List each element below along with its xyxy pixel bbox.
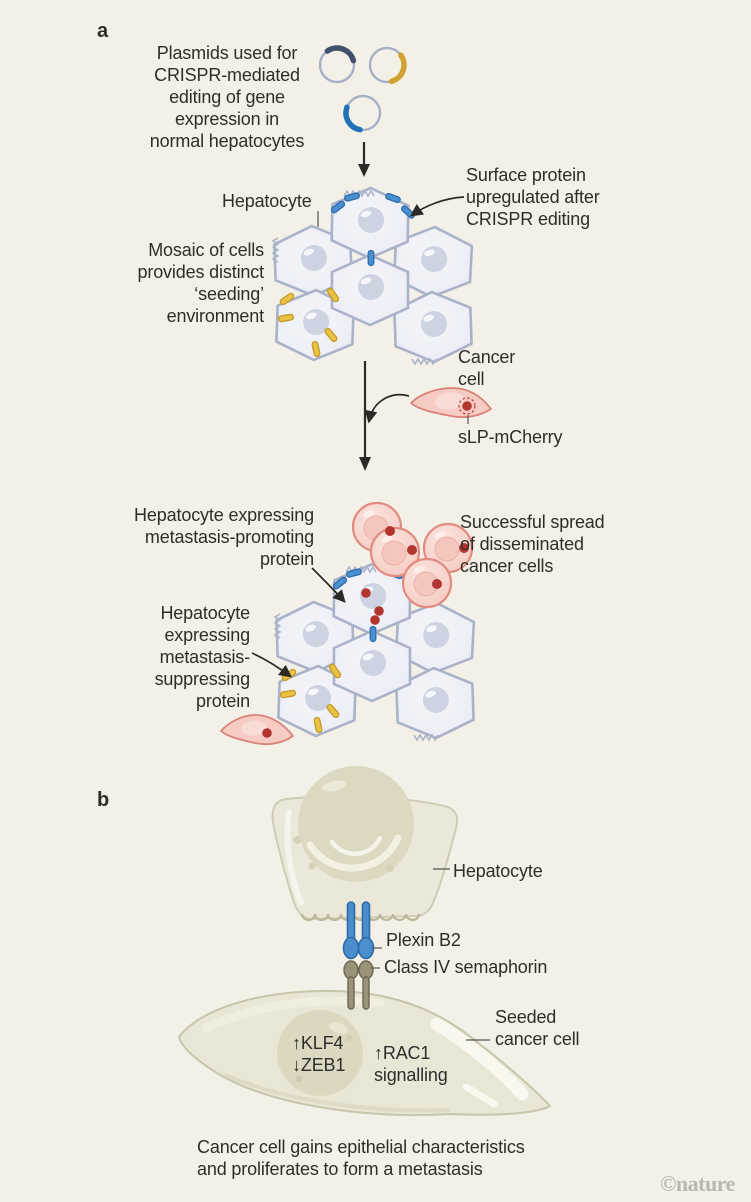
mcherry-dots (361, 588, 384, 625)
slp-mcherry-label: sLP-mCherry (458, 427, 563, 447)
plasmid-icons (318, 45, 407, 133)
suppressing-caption: Hepatocyte expressing metastasis- suppre… (154, 603, 251, 711)
bottom-caption: Cancer cell gains epithelial characteris… (197, 1137, 525, 1179)
workflow-arrow-down-icon (359, 361, 371, 471)
panel-b-label: b (97, 789, 110, 811)
plasmid-icon (343, 94, 382, 133)
cancer-cell (410, 387, 492, 419)
promoting-protein-arrow (311, 567, 346, 603)
cancer-cell (220, 714, 294, 746)
workflow-arrow-down-icon (358, 142, 370, 177)
plexin-b2-receptors (342, 901, 375, 960)
plasmid-icon (318, 45, 357, 84)
label-pointer-lines (371, 868, 490, 1041)
slp-mcherry-dot (462, 401, 472, 411)
hepatocyte-cell-b (271, 766, 459, 922)
nucleus-changes-text: ↑KLF4 ↓ZEB1 (292, 1033, 346, 1075)
disseminated-cancer-cells (351, 501, 474, 609)
surface-protein-arrow (409, 196, 465, 217)
plasmid-icon (368, 46, 407, 85)
hepatocyte-cluster (271, 186, 475, 366)
surface-protein-caption: Surface protein upregulated after CRISPR… (466, 165, 600, 229)
seeded-cancer-cell (178, 989, 551, 1117)
plasmids-caption: Plasmids used for CRISPR-mediated editin… (149, 43, 305, 151)
hepatocyte-cluster-seeded (273, 562, 477, 742)
panel-a-label: a (97, 20, 109, 42)
spread-caption: Successful spread of disseminated cancer… (460, 512, 605, 576)
promoting-caption: Hepatocyte expressing metastasis-promoti… (134, 505, 314, 569)
hepatocyte-label-a: Hepatocyte (222, 191, 312, 211)
class-iv-semaphorin-label: Class IV semaphorin (384, 957, 548, 977)
plexin-b2-label: Plexin B2 (386, 930, 461, 950)
semaphorin-receptors (343, 960, 374, 1010)
suppressing-protein-arrow (251, 652, 293, 678)
hepatocyte-label-b: Hepatocyte (453, 861, 543, 881)
rac1-signalling-text: ↑RAC1 signalling (374, 1043, 448, 1085)
seeded-cancer-cell-label: Seeded cancer cell (495, 1007, 580, 1049)
nature-watermark: ©nature (660, 1171, 735, 1196)
mcherry-dots (385, 526, 469, 589)
cancer-cell-label: Cancer cell (458, 347, 516, 389)
cancer-cell-seeding-arrow (364, 393, 410, 424)
mosaic-caption: Mosaic of cells provides distinct ‘seedi… (137, 240, 264, 326)
